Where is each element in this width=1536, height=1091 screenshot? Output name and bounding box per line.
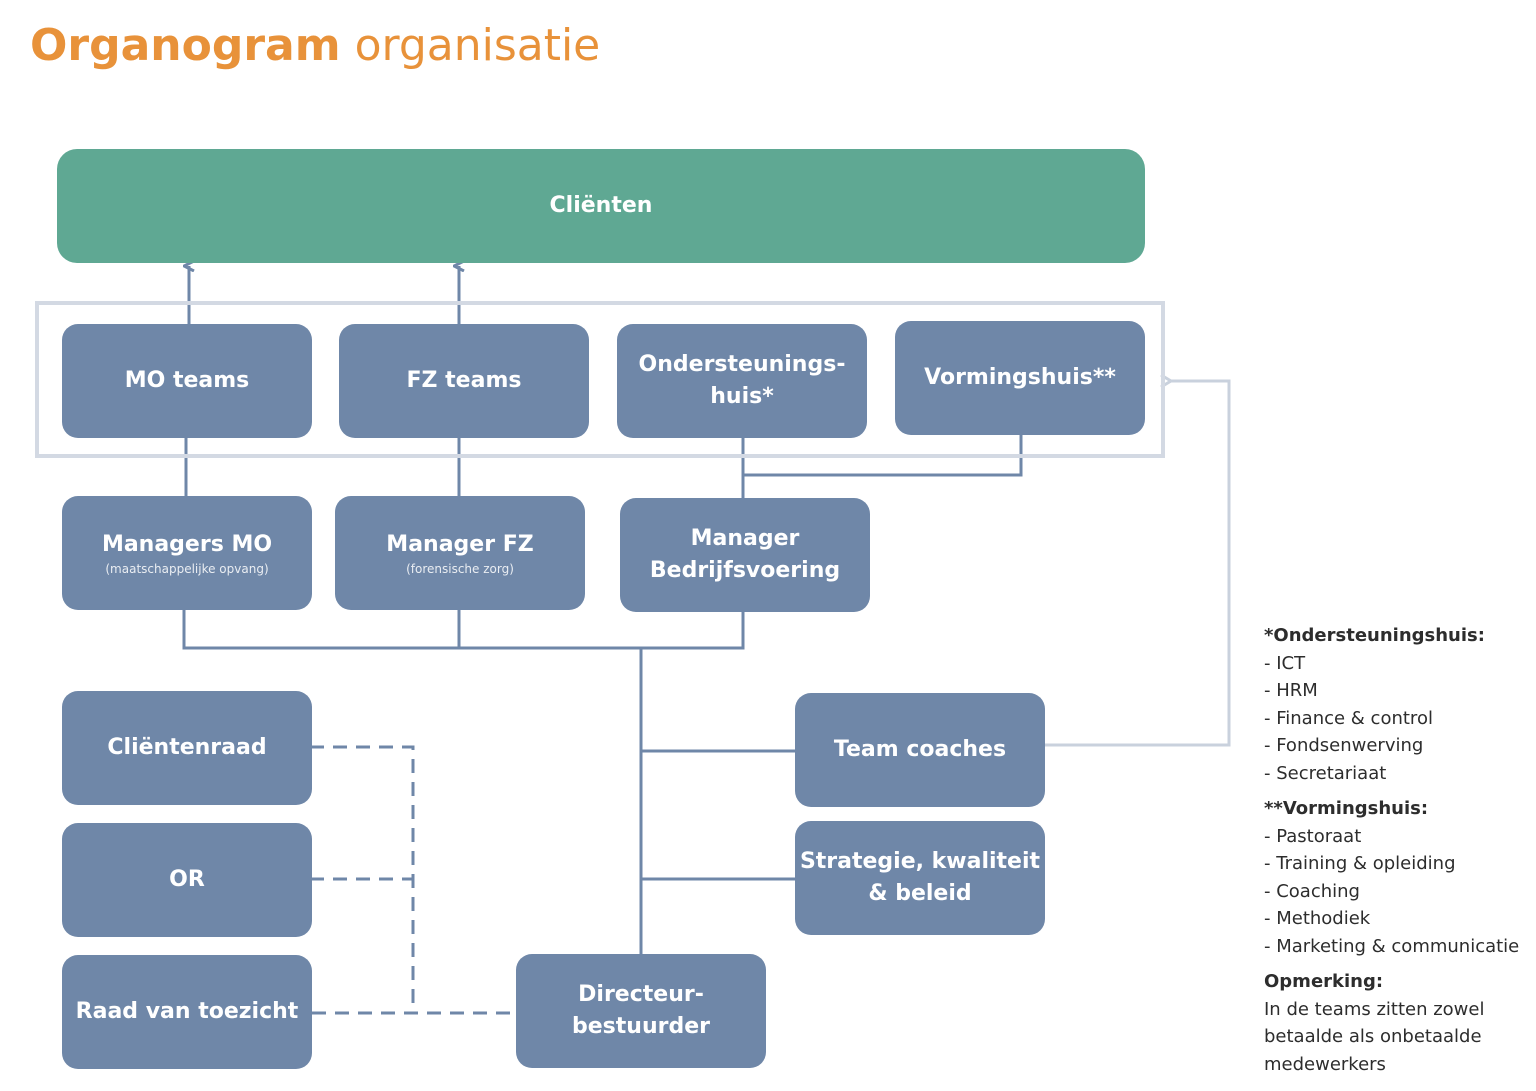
note-item: - Marketing & communicatie (1264, 935, 1520, 957)
teams-group-frame (35, 301, 1165, 458)
note-item: - Fondsenwerving (1264, 735, 1424, 756)
box-managers-mo: Managers MO (maatschappelijke opvang) (62, 496, 312, 610)
box-clienten: Cliënten (57, 149, 1145, 263)
box-or-label: OR (169, 867, 205, 892)
dashed-advisory-lines (310, 745, 518, 1015)
box-fz-teams: FZ teams (339, 324, 589, 438)
box-directeur-label-2: bestuurder (572, 1014, 710, 1039)
box-raad-van-toezicht-label: Raad van toezicht (75, 999, 299, 1024)
title-bold: Organogram (30, 20, 341, 71)
box-managers-mo-sublabel: (maatschappelijke opvang) (105, 562, 269, 576)
box-ondersteuningshuis: Ondersteunings- huis* (617, 324, 867, 438)
box-managers-mo-label: Managers MO (101, 532, 273, 557)
box-ondersteuningshuis-label-1: Ondersteunings- (638, 352, 846, 377)
note-line: medewerkers (1264, 1053, 1386, 1075)
box-team-coaches-label: Team coaches (833, 737, 1007, 762)
note-ondersteuningshuis-heading: *Ondersteuningshuis: (1264, 625, 1485, 646)
box-or: OR (62, 823, 312, 937)
note-item: - Pastoraat (1264, 825, 1362, 847)
box-clientenraad: Cliëntenraad (62, 691, 312, 805)
note-vormingshuis-heading: **Vormingshuis: (1264, 798, 1429, 819)
box-strategie-kwaliteit-beleid: Strategie, kwaliteit & beleid (795, 821, 1045, 935)
box-manager-bedrijfsvoering: Manager Bedrijfsvoering (620, 498, 870, 612)
note-item: - Training & opleiding (1264, 853, 1456, 874)
note-item: - HRM (1264, 680, 1318, 701)
box-strategie-label-1: Strategie, kwaliteit (799, 849, 1041, 874)
note-item: - Methodiek (1264, 908, 1371, 929)
note-item: - Finance & control (1264, 707, 1433, 729)
note-line: betaalde als onbetaalde (1264, 1026, 1482, 1047)
box-ondersteuningshuis-label-2: huis* (710, 384, 774, 409)
note-item: - ICT (1264, 652, 1306, 674)
box-manager-bedrijfsvoering-label-1: Manager (690, 526, 800, 551)
box-manager-fz-label: Manager FZ (386, 532, 534, 557)
note-item: - Coaching (1264, 880, 1360, 902)
box-strategie-label-2: & beleid (868, 881, 972, 906)
line-managers-bus (182, 608, 745, 650)
title-light: organisatie (354, 20, 601, 71)
note-opmerking-heading: Opmerking: (1264, 971, 1384, 992)
box-vormingshuis-label: Vormingshuis** (924, 365, 1116, 390)
box-clienten-label: Cliënten (549, 193, 653, 218)
box-mo-teams: MO teams (62, 324, 312, 438)
box-manager-fz-sublabel: (forensische zorg) (406, 562, 514, 576)
note-line: In de teams zitten zowel (1264, 998, 1485, 1020)
box-mo-teams-label: MO teams (124, 368, 250, 393)
box-team-coaches: Team coaches (795, 693, 1045, 807)
box-manager-fz: Manager FZ (forensische zorg) (335, 496, 585, 610)
box-clientenraad-label: Cliëntenraad (107, 735, 267, 760)
note-item: - Secretariaat (1264, 762, 1387, 784)
line-houses-manager-bv (741, 434, 1023, 498)
line-team-coaches-feedback (1045, 381, 1231, 747)
box-fz-teams-label: FZ teams (406, 368, 522, 393)
box-directeur-label-1: Directeur- (578, 982, 704, 1007)
box-directeur-bestuurder: Directeur- bestuurder (516, 954, 766, 1068)
legend-notes: *Ondersteuningshuis: - ICT - HRM - Finan… (1264, 622, 1534, 1078)
box-raad-van-toezicht: Raad van toezicht (62, 955, 312, 1069)
page-title: Organogram organisatie (30, 18, 600, 74)
box-vormingshuis: Vormingshuis** (895, 321, 1145, 435)
box-manager-bedrijfsvoering-label-2: Bedrijfsvoering (649, 558, 841, 583)
